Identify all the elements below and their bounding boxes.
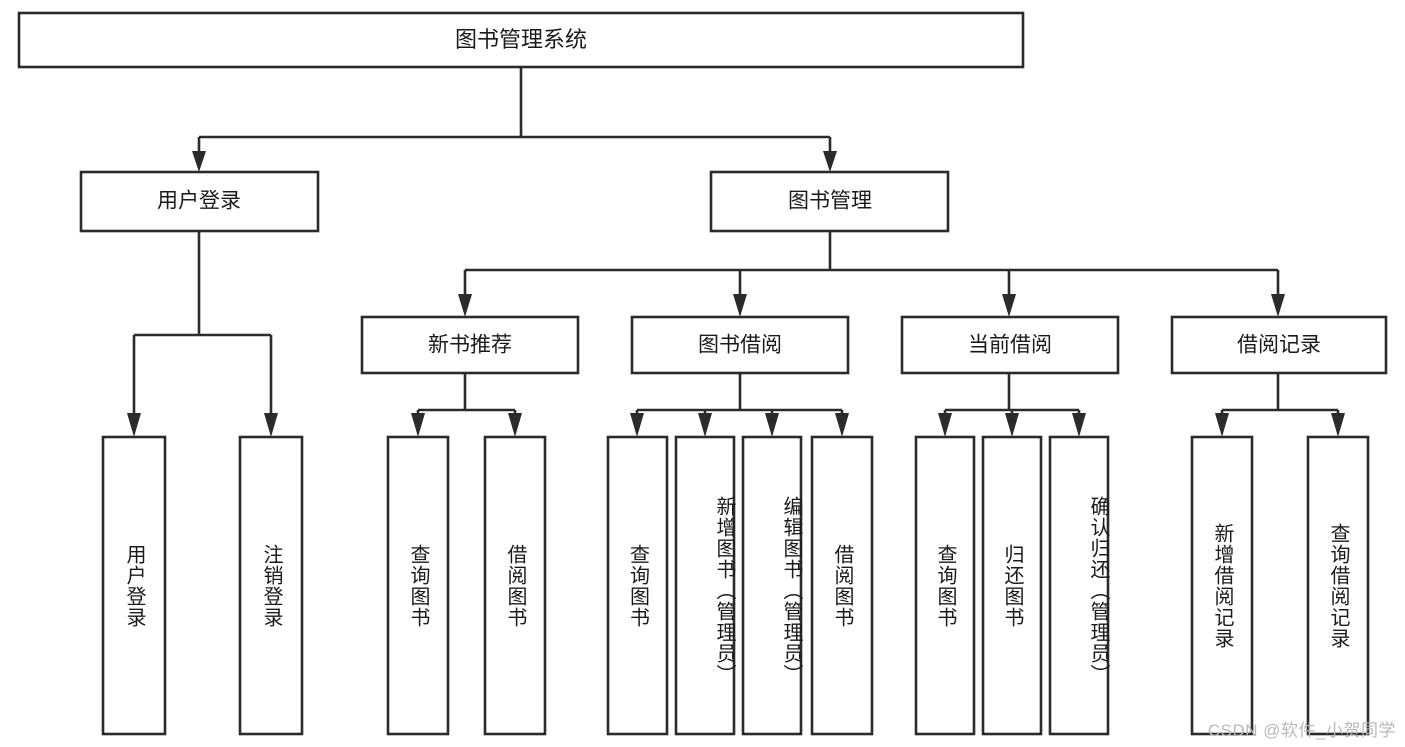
leaf-add-record-box[interactable] [1190,435,1254,736]
arrowhead-borrow-record [1271,294,1285,317]
node-new-book-recommend-box[interactable] [360,315,580,375]
node-book-management-label: 图书管理 [788,190,872,213]
arrowhead-leaf-confirm-return [1072,413,1086,437]
arrowhead-leaf-add-book [698,413,712,437]
arrowhead-leaf-borrow-book-1 [508,413,522,437]
node-user-login[interactable]: 用户登录 [79,170,320,233]
arrowhead-leaf-query-book-2 [630,413,644,437]
node-root-label: 图书管理系统 [455,27,587,52]
leaf-borrow-book-2-box[interactable] [810,435,874,736]
leaf-return-book-box[interactable] [981,435,1043,736]
node-borrow-record-box[interactable] [1170,315,1388,375]
node-user-login-label: 用户登录 [157,190,241,213]
connector-group [127,67,1345,437]
leaf-box-group [101,435,1370,736]
arrowhead-new-book-recommend [458,294,472,317]
arrowhead-leaf-user-login [127,413,141,437]
node-root-box[interactable] [17,11,1025,69]
leaf-query-book-2-box[interactable] [606,435,669,736]
arrowhead-leaf-query-book-3 [938,413,952,437]
arrowhead-leaf-query-book-1 [411,413,425,437]
leaf-query-record-box[interactable] [1306,435,1370,736]
node-root[interactable]: 图书管理系统 [17,11,1025,69]
node-current-borrow[interactable]: 当前借阅 [900,315,1120,375]
leaf-query-book-1-box[interactable] [386,435,450,736]
connector-userlogin-to-leaves [132,231,273,418]
arrowhead-book-borrow [733,294,747,317]
connector-borrowrecord-to-leaves [1220,373,1340,418]
arrowhead-leaf-borrow-book-2 [835,413,849,437]
node-book-borrow-box[interactable] [630,315,850,375]
node-book-borrow-label: 图书借阅 [698,334,782,357]
leaf-add-book-box[interactable] [674,435,736,736]
arrowhead-leaf-edit-book [765,413,779,437]
node-book-management-box[interactable] [709,170,950,233]
node-borrow-record-label: 借阅记录 [1237,334,1321,357]
leaf-edit-book-box[interactable] [741,435,803,736]
arrowhead-book-management [823,151,837,172]
node-book-management[interactable]: 图书管理 [709,170,950,233]
node-new-book-recommend-label: 新书推荐 [428,334,512,357]
arrowhead-user-login [192,151,206,172]
arrowhead-leaf-add-record [1215,413,1229,437]
leaf-user-login-box[interactable] [101,435,167,736]
arrowhead-leaf-logout [264,413,278,437]
node-current-borrow-box[interactable] [900,315,1120,375]
node-new-book-recommend[interactable]: 新书推荐 [360,315,580,375]
connector-currentborrow-to-leaves [943,373,1081,418]
connector-root-to-level2 [197,67,832,157]
leaf-confirm-return-box[interactable] [1048,435,1110,736]
csdn-watermark: CSDN @软件_小贺同学 [1207,721,1396,740]
arrowhead-leaf-return-book [1005,413,1019,437]
node-borrow-record[interactable]: 借阅记录 [1170,315,1388,375]
connector-newbook-to-leaves [416,373,517,418]
arrowhead-leaf-query-record [1331,413,1345,437]
connector-bookmgmt-to-level3 [463,231,1280,298]
leaf-logout-box[interactable] [238,435,304,736]
connector-bookborrow-to-leaves [635,373,844,418]
node-user-login-box[interactable] [79,170,320,233]
node-current-borrow-label: 当前借阅 [968,334,1052,357]
arrowhead-current-borrow [1002,294,1016,317]
leaf-borrow-book-1-box[interactable] [483,435,547,736]
leaf-query-book-3-box[interactable] [914,435,976,736]
node-book-borrow[interactable]: 图书借阅 [630,315,850,375]
